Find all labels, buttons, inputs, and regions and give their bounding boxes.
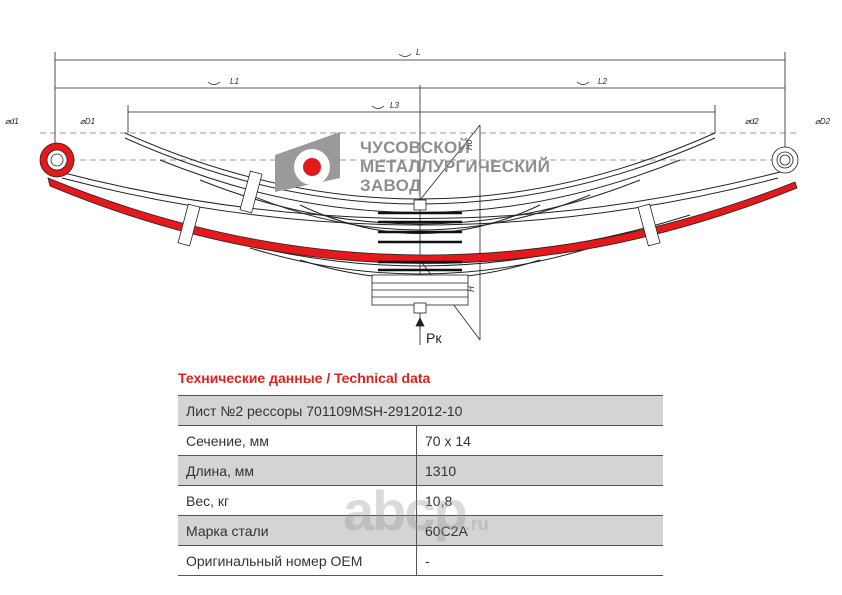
table-row: Марка стали 60C2A bbox=[178, 515, 663, 546]
center-pack bbox=[371, 199, 469, 314]
row-label: Длина, мм bbox=[178, 455, 417, 486]
dim-L3: L3 bbox=[390, 101, 399, 110]
leaf-spring-drawing: L L1 L2 L3 ⌀d1 ⌀D1 ⌀d2 ⌀D2 H0 H Pк bbox=[5, 48, 831, 346]
company-name-line: ЗАВОД bbox=[360, 176, 422, 195]
watermark: abcp.ru bbox=[343, 478, 489, 543]
dim-L1: L1 bbox=[230, 77, 239, 86]
table-row: Длина, мм 1310 bbox=[178, 455, 663, 486]
dim-d2: ⌀d2 bbox=[745, 117, 759, 126]
table-header-row: Лист №2 рессоры 701109MSH-2912012-10 bbox=[178, 395, 663, 426]
watermark-suffix: .ru bbox=[465, 514, 489, 534]
row-label: Марка стали bbox=[178, 515, 417, 546]
eye-right bbox=[771, 146, 799, 174]
technical-data-title: Технические данные / Technical data bbox=[178, 370, 431, 386]
technical-data-table: Лист №2 рессоры 701109MSH-2912012-10 Сеч… bbox=[178, 395, 663, 576]
leaf-no2-highlight bbox=[47, 177, 798, 264]
watermark-text: abcp bbox=[343, 479, 468, 542]
company-name: ЧУСОВСКОЙ МЕТАЛЛУРГИЧЕСКИЙ ЗАВОД bbox=[360, 138, 550, 195]
table-row: Сечение, мм 70 x 14 bbox=[178, 425, 663, 456]
company-name-line: ЧУСОВСКОЙ bbox=[360, 138, 471, 157]
company-logo bbox=[275, 132, 340, 192]
row-label: Оригинальный номер OEM bbox=[178, 545, 417, 576]
dim-L2: L2 bbox=[598, 77, 607, 86]
dim-H0: H0 bbox=[465, 139, 474, 150]
row-value: 60C2A bbox=[416, 515, 663, 546]
dim-D1: ⌀D1 bbox=[80, 117, 95, 126]
dimension-lines bbox=[54, 52, 786, 341]
company-name-line: МЕТАЛЛУРГИЧЕСКИЙ bbox=[360, 157, 551, 176]
load-arrow bbox=[415, 317, 425, 345]
load-label: Pк bbox=[426, 330, 442, 346]
dim-H: H bbox=[467, 286, 476, 292]
dim-d1: ⌀d1 bbox=[5, 117, 19, 126]
clamps bbox=[177, 170, 661, 247]
row-value: 10,8 bbox=[416, 485, 663, 516]
eye-left bbox=[39, 142, 75, 178]
table-row: Оригинальный номер OEM - bbox=[178, 545, 663, 576]
row-value: 1310 bbox=[416, 455, 663, 486]
row-value: 70 x 14 bbox=[416, 425, 663, 456]
table-row: Вес, кг 10,8 bbox=[178, 485, 663, 516]
row-value: - bbox=[416, 545, 663, 576]
row-label: Сечение, мм bbox=[178, 425, 417, 456]
dim-D2: ⌀D2 bbox=[815, 117, 831, 126]
row-label: Вес, кг bbox=[178, 485, 417, 516]
dim-L: L bbox=[416, 48, 420, 57]
part-title: Лист №2 рессоры 701109MSH-2912012-10 bbox=[178, 395, 663, 426]
